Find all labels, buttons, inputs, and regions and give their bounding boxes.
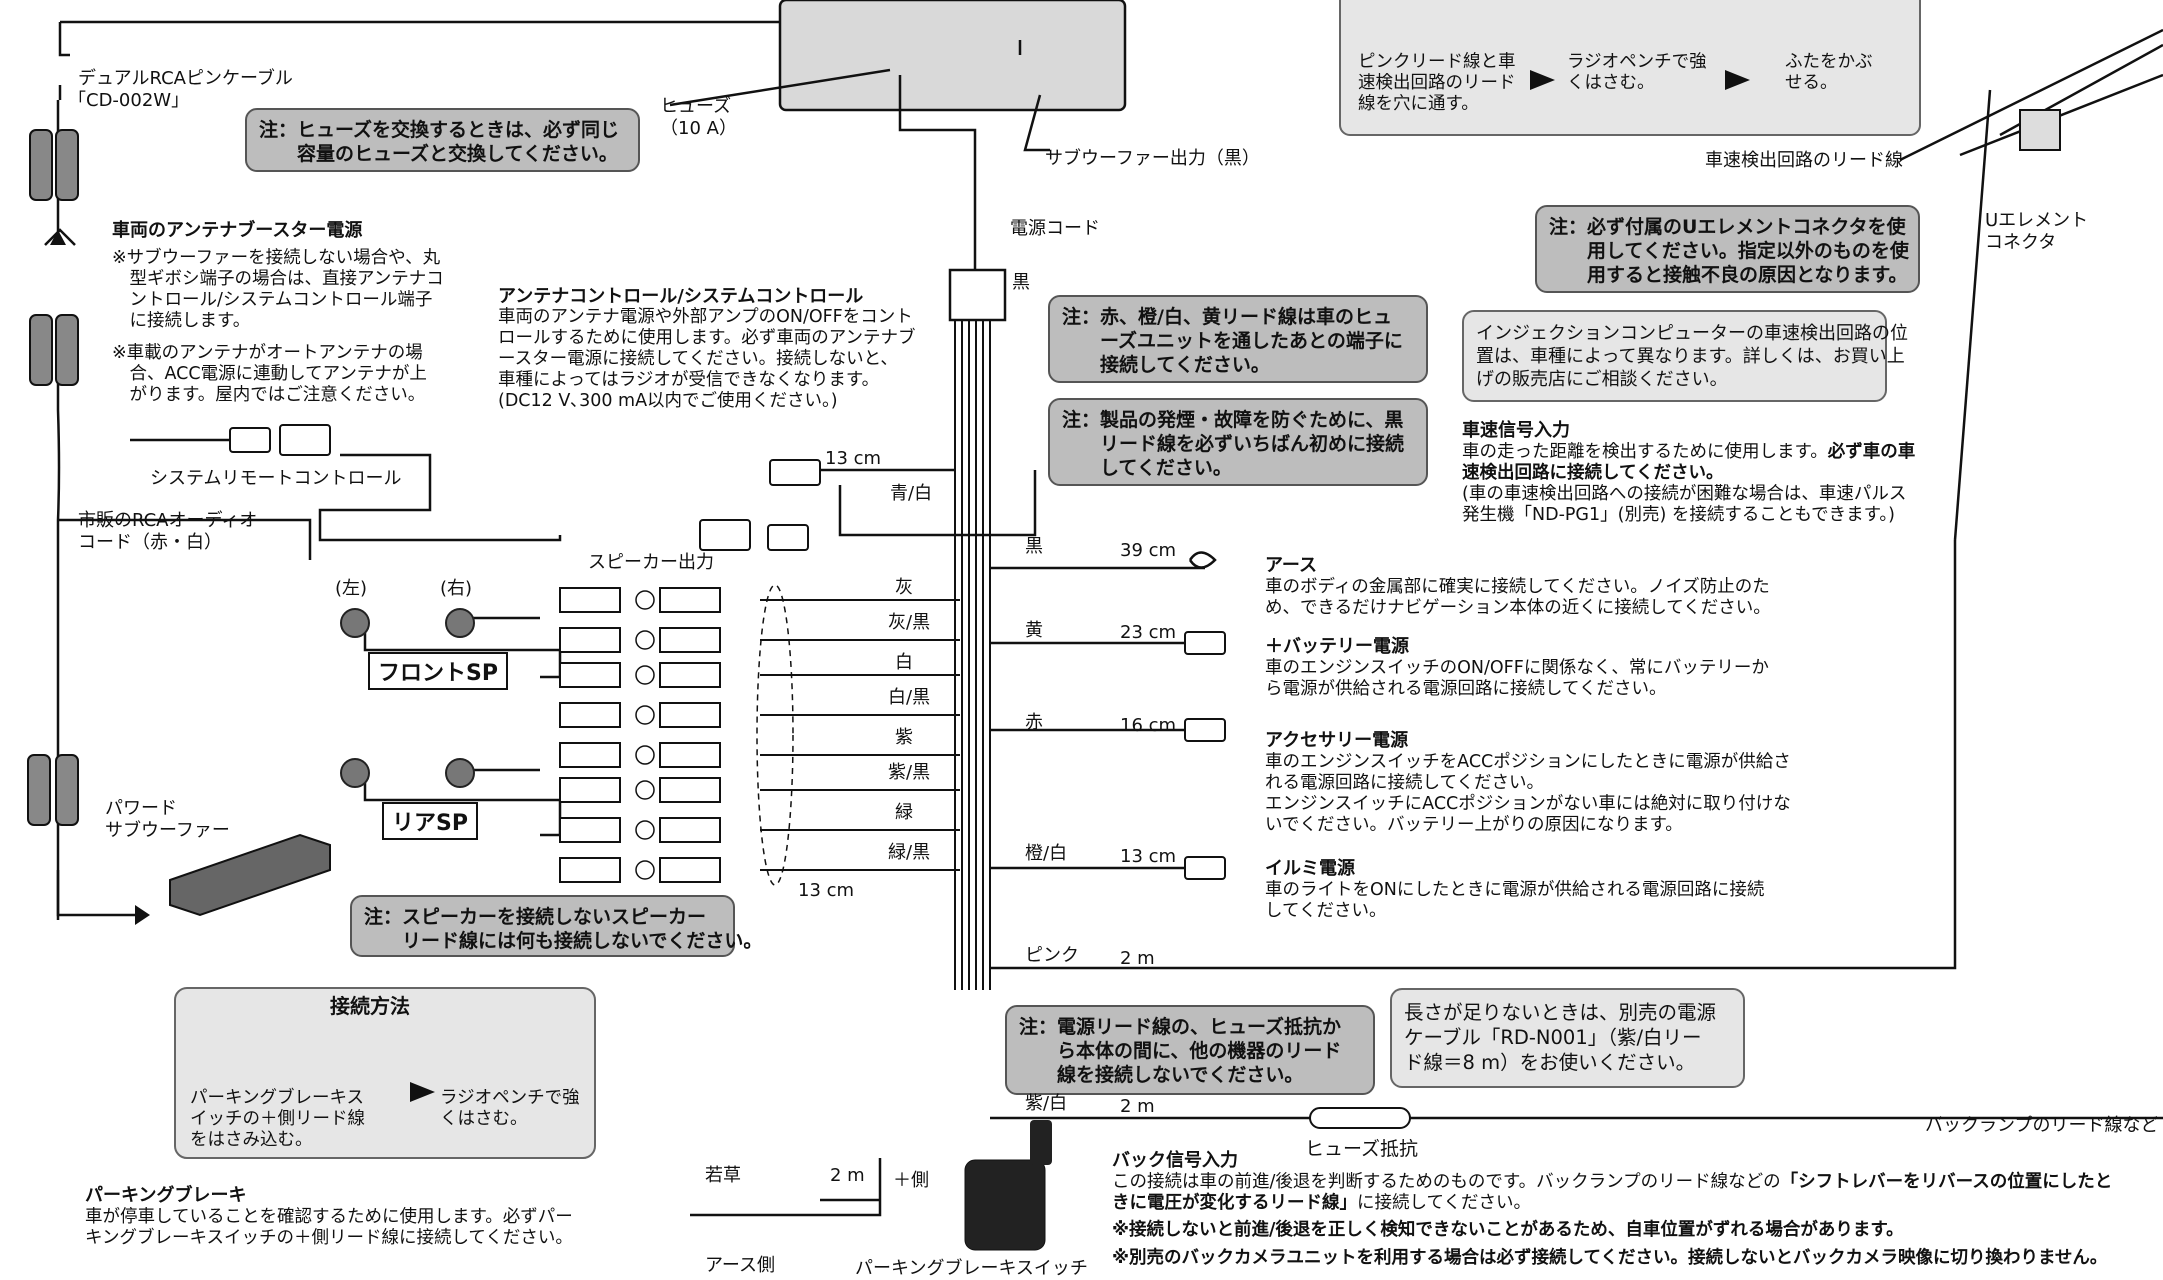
lead-orange-len: 13 cm: [1120, 846, 1177, 867]
connect-method-title: 接続方法: [330, 994, 410, 1018]
wire-color-1: 灰/黒: [888, 612, 931, 633]
speed-lead-label: 車速検出回路のリード線: [1705, 150, 1903, 171]
antenna-control-title: アンテナコントロール/システムコントロール: [498, 286, 864, 307]
injection-box: インジェクションコンピューターの車速検出回路の位 置は、車種によって異なります。…: [1462, 310, 1908, 402]
u-element-label: Uエレメント コネクタ: [1985, 210, 2089, 253]
antenna-booster-note1: ※サブウーファーを接続しない場合や、丸 型ギボシ端子の場合は、直接アンテナコ ン…: [112, 248, 444, 331]
lead-red-title: アクセサリー電源: [1265, 730, 1409, 751]
speaker-rear-right: [445, 758, 475, 788]
rca-cable-name: デュアルRCAピンケーブル: [78, 68, 293, 89]
speaker-rear-left: [340, 758, 370, 788]
back-signal-title: バック信号入力: [1112, 1150, 1238, 1171]
rdn-box: 長さが足りないときは、別売の電源 ケーブル「RD-N001」（紫/白リー ド線＝…: [1390, 988, 1745, 1088]
lead-red-body: 車のエンジンスイッチをACCポジションにしたときに電源が供給さ れる電源回路に接…: [1265, 752, 1791, 835]
pink-step-1: ピンクリード線と車 速検出回路のリード 線を穴に通す。: [1358, 52, 1516, 114]
fuse-resistor-label: ヒューズ抵抗: [1305, 1138, 1419, 1160]
lead-orange-color: 橙/白: [1025, 843, 1068, 864]
subwoofer-out-label: サブウーファー出力（黒）: [1045, 148, 1260, 169]
speed-signal-body: 車の走った距離を検出するために使用します。必ず車の車: [1462, 442, 1915, 463]
parking-switch-label: パーキングブレーキスイッチ: [855, 1258, 1088, 1279]
fuse-note: 注：ヒューズを交換するときは、必ず同じ 容量のヒューズと交換してください。: [245, 108, 640, 172]
pink-step-2: ラジオペンチで強 くはさむ。: [1567, 52, 1707, 93]
back-signal-note1: ※接続しないと前進/後退を正しく検知できないことがあるため、自車位置がずれる場合…: [1112, 1220, 1904, 1240]
antenna-booster-note2: ※車載のアンテナがオートアンテナの場 合、ACC電源に連動してアンテナが上 がり…: [112, 343, 427, 405]
lead-yellow-title: ＋バッテリー電源: [1265, 636, 1409, 657]
wire-color-3: 白/黒: [888, 687, 931, 708]
back-signal-body2b: きに電圧が変化するリード線」: [1112, 1193, 1357, 1213]
blue-white-label: 青/白: [890, 483, 933, 504]
speed-signal-body2b: 速検出回路に接続してください。: [1462, 463, 1724, 483]
rca-audio-label: 市販のRCAオーディオ コード（赤・白）: [78, 510, 258, 553]
back-lamp-lead-label: バックランプのリード線など: [1925, 1115, 2159, 1136]
front-sp-label: フロントSP: [368, 652, 508, 690]
len-13cm-bottom: 13 cm: [798, 880, 855, 901]
speed-signal-body3: (車の車速検出回路への接続が困難な場合は、車速パルス 発生機「ND-PG1」(別…: [1462, 484, 1907, 525]
subwoofer-label: パワード サブウーファー: [105, 798, 230, 841]
rear-sp-label: リアSP: [382, 802, 478, 840]
u-element-note: 注：必ず付属のUエレメントコネクタを使 用してください。指定以外のものを使 用す…: [1535, 205, 1920, 293]
ground-side-label: アース側: [705, 1255, 776, 1276]
rca-cable-model: 「CD-002W」: [68, 90, 190, 111]
lead-black-len: 39 cm: [1120, 540, 1177, 561]
back-signal-body2: きに電圧が変化するリード線」に接続してください。: [1112, 1193, 1531, 1214]
wire-color-5: 紫/黒: [888, 762, 931, 783]
plus-side-label: ＋側: [893, 1170, 929, 1191]
lead-black-body: 車のボディの金属部に確実に接続してください。ノイズ防止のた め、できるだけナビゲ…: [1265, 577, 1771, 618]
rca-plug-top: [58, 22, 70, 57]
speaker-front-right: [445, 608, 475, 638]
lead-yellow-color: 黄: [1025, 620, 1043, 641]
back-signal-body1a: この接続は車の前進/後退を判断するためのものです。バックランプのリード線などの: [1112, 1172, 1781, 1192]
pink-len: 2 m: [1120, 948, 1155, 969]
lead-black-title: アース: [1265, 555, 1318, 576]
speed-signal-body1: 車の走った距離を検出するために使用します。: [1462, 442, 1828, 462]
young-green-label: 若草: [705, 1165, 741, 1186]
note-speaker: 注：スピーカーを接続しないスピーカー リード線には何も接続しないでください。: [350, 895, 762, 957]
unit-body: [778, 0, 1127, 112]
lead-red-color: 赤: [1025, 712, 1043, 733]
back-signal-body1: この接続は車の前進/後退を判断するためのものです。バックランプのリード線などの「…: [1112, 1172, 2112, 1193]
wire-color-6: 緑: [895, 802, 913, 823]
right-label: (右): [440, 578, 473, 599]
system-remote-label: システムリモートコントロール: [150, 468, 402, 489]
note-power-lead: 注：電源リード線の、ヒューズ抵抗か ら本体の間に、他の機器のリード 線を接続しな…: [1005, 1005, 1375, 1095]
purple-white-len: 2 m: [1120, 1096, 1155, 1117]
purple-white-color: 紫/白: [1025, 1093, 1068, 1114]
pink-color: ピンク: [1025, 945, 1079, 966]
parking-len: 2 m: [830, 1165, 865, 1186]
parking-brake-title: パーキングブレーキ: [85, 1185, 247, 1206]
connect-method-step2: ラジオペンチで強 くはさむ。: [440, 1088, 580, 1129]
wire-color-2: 白: [895, 652, 913, 673]
lead-orange-title: イルミ電源: [1265, 858, 1355, 879]
back-signal-body2a: に接続してください。: [1357, 1193, 1531, 1213]
back-signal-note2: ※別売のバックカメラユニットを利用する場合は必ず接続してください。接続しないとバ…: [1112, 1248, 2108, 1268]
connect-method-step1: パーキングブレーキス イッチの＋側リード線 をはさみ込む。: [190, 1088, 365, 1150]
lead-yellow-body: 車のエンジンスイッチのON/OFFに関係なく、常にバッテリーか ら電源が供給され…: [1265, 658, 1769, 699]
pink-step-3: ふたをかぶ せる。: [1785, 52, 1873, 93]
wire-color-7: 緑/黒: [888, 842, 931, 863]
fuse-label: ヒューズ （10 A）: [660, 96, 737, 139]
wire-color-0: 灰: [895, 577, 913, 598]
subwoofer-shape: [169, 833, 331, 917]
speaker-front-left: [340, 608, 370, 638]
note-red-orange-yellow: 注：赤、橙/白、黄リード線は車のヒュ ーズユニットを通したあとの端子に 接続して…: [1048, 295, 1428, 383]
lead-black-color: 黒: [1025, 536, 1043, 557]
speaker-output-label: スピーカー出力: [588, 552, 714, 573]
black-label: 黒: [1012, 272, 1030, 293]
note-black-first: 注：製品の発煙・故障を防ぐために、黒 リード線を必ずいちばん初めに接続 してくだ…: [1048, 398, 1428, 486]
back-signal-body1b: 「シフトレバーをリバースの位置にしたと: [1780, 1172, 2113, 1192]
antenna-control-body: 車両のアンテナ電源や外部アンプのON/OFFをコント ロールするために使用します…: [498, 307, 916, 411]
power-cord-label: 電源コード: [1010, 218, 1100, 239]
lead-orange-body: 車のライトをONにしたときに電源が供給される電源回路に接続 してください。: [1265, 880, 1765, 921]
wire-color-4: 紫: [895, 727, 913, 748]
parking-brake-body: 車が停車していることを確認するために使用します。必ずパー キングブレーキスイッチ…: [85, 1207, 573, 1248]
antenna-booster-title: 車両のアンテナブースター電源: [112, 220, 363, 241]
lead-red-len: 16 cm: [1120, 715, 1177, 736]
speed-signal-body1b: 必ず車の車: [1827, 442, 1916, 462]
speed-signal-title: 車速信号入力: [1462, 420, 1570, 441]
lead-yellow-len: 23 cm: [1120, 622, 1177, 643]
left-label: (左): [335, 578, 368, 599]
len-13cm-top: 13 cm: [825, 448, 882, 469]
